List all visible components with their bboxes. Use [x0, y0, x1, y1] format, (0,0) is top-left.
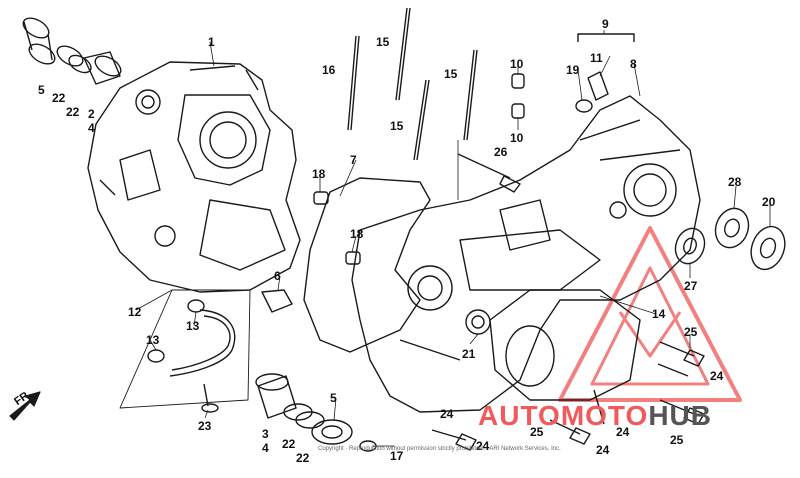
front-arrow: [9, 391, 41, 421]
part-number-label: 18: [350, 227, 364, 241]
part-number-label: 1: [208, 35, 215, 49]
part-number-label: 12: [128, 305, 142, 319]
part-number-label: 24: [596, 443, 610, 457]
part-number-label: 15: [376, 35, 390, 49]
bolt-26: [457, 153, 511, 179]
part-number-label: 27: [684, 279, 698, 293]
part-number-label: 13: [186, 319, 200, 333]
part-number-label: 7: [350, 153, 357, 167]
watermark-text: AUTOMOTOHUB: [478, 400, 712, 431]
part-number-label: 14: [652, 307, 666, 321]
part-number-label: 22: [66, 105, 80, 119]
part-number-label: 8: [630, 57, 637, 71]
part-number-label: 11: [590, 51, 603, 65]
cover-plate: [489, 289, 641, 401]
part-number-label: 4: [88, 121, 95, 135]
studs: [347, 7, 478, 161]
bolts-24-25: [431, 341, 705, 451]
part-number-label: 18: [312, 167, 326, 181]
part-number-label: 10: [510, 131, 524, 145]
part-number-label: 15: [444, 67, 458, 81]
seal-collar-top: [22, 17, 122, 85]
part-number-label: 9: [602, 17, 609, 31]
part-number-label: 25: [530, 425, 544, 439]
part-number-label: 22: [296, 451, 310, 465]
part-number-label: 25: [670, 433, 684, 447]
gasket: [303, 177, 431, 353]
part-number-label: 5: [330, 391, 337, 405]
part-number-label: 22: [282, 437, 296, 451]
dowel-pins: [313, 73, 525, 265]
part-number-label: 24: [476, 439, 490, 453]
part-number-label: 15: [390, 119, 404, 133]
seal-collar-bottom: [255, 373, 377, 452]
bolt-26-head: [499, 175, 521, 193]
part-number-label: 26: [494, 145, 508, 159]
left-crankcase: [87, 61, 301, 293]
part-number-label: 4: [262, 441, 269, 455]
leader-lines: [135, 30, 771, 447]
bearings: [575, 33, 786, 271]
part-number-label: 21: [462, 347, 476, 361]
part-number-label: 20: [762, 195, 776, 209]
part-number-label: 5: [38, 83, 45, 97]
part-number-label: 24: [440, 407, 454, 421]
part-number-label: 22: [52, 91, 66, 105]
part-number-label: 2: [88, 107, 95, 121]
part-number-label: 25: [684, 325, 698, 339]
watermark-logo: [558, 226, 742, 402]
copyright-notice: Copyright · Reproduction without permiss…: [318, 446, 561, 452]
right-crankcase: [351, 95, 701, 413]
part-6: [261, 289, 293, 313]
part-number-label: 6: [274, 269, 281, 283]
part-number-label: 17: [390, 449, 404, 463]
part-number-label: 19: [566, 63, 580, 77]
part-number-label: 24: [710, 369, 724, 383]
part-number-label: 3: [262, 427, 269, 441]
part-number-label: 16: [322, 63, 336, 77]
part-number-label: 10: [510, 57, 524, 71]
part-number-label: 23: [198, 419, 212, 433]
part-number-label: 28: [728, 175, 742, 189]
part-number-label: 13: [146, 333, 160, 347]
part-number-label: 24: [616, 425, 630, 439]
